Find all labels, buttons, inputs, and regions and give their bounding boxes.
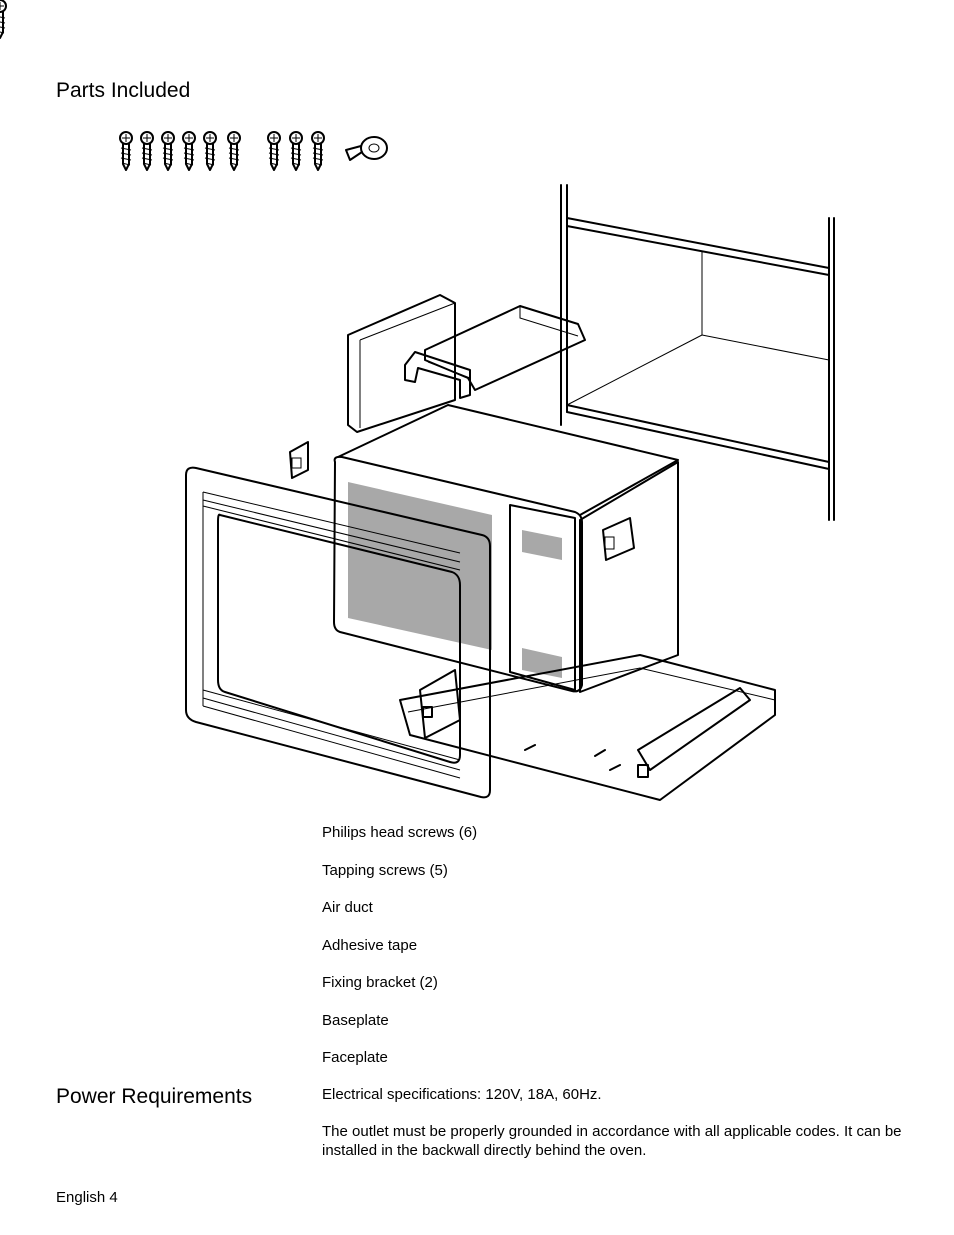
parts-list: Philips head screws (6) Tapping screws (… (322, 823, 477, 1086)
list-item: Baseplate (322, 1011, 389, 1029)
outlet-note: The outlet must be properly grounded in … (322, 1123, 902, 1159)
page-footer: English 4 (56, 1189, 118, 1206)
cabinet-outline (560, 184, 835, 521)
microwave-oven (332, 404, 679, 693)
parts-included-heading: Parts Included (56, 79, 191, 102)
philips-screws-icon (0, 0, 241, 171)
list-item: Adhesive tape (322, 936, 418, 954)
list-item: Air duct (322, 899, 373, 916)
power-requirements-body: Electrical specifications: 120V, 18A, 60… (322, 1085, 912, 1178)
power-requirements-heading: Power Requirements (56, 1085, 253, 1108)
air-duct-part (347, 294, 586, 433)
installation-kit-illustration (0, 0, 835, 801)
list-item: Philips head screws (6) (322, 824, 478, 841)
tapping-screws-icon (267, 131, 325, 171)
list-item: Fixing bracket (2) (322, 974, 438, 991)
electrical-spec: Electrical specifications: 120V, 18A, 60… (322, 1086, 602, 1103)
faceplate-part (185, 466, 491, 799)
adhesive-tape-icon (345, 136, 388, 161)
list-item: Faceplate (322, 1049, 388, 1066)
fixing-bracket-part (289, 441, 309, 479)
list-item: Tapping screws (5) (322, 861, 448, 879)
